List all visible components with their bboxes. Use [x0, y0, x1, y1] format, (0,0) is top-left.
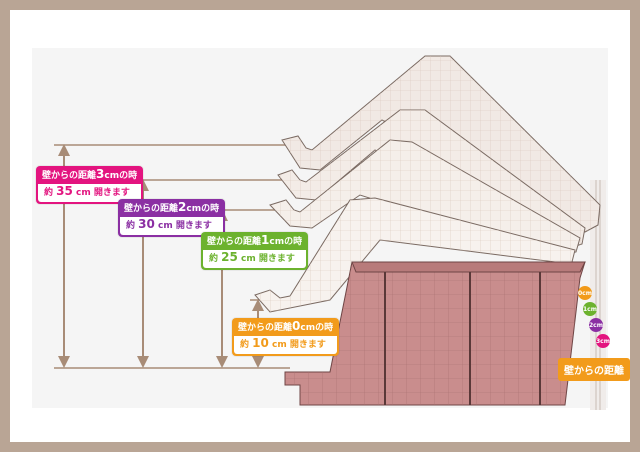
trash-bin — [284, 261, 586, 406]
label-3cm: 壁からの距離3cmの時 約 35 cm 開きます — [36, 166, 144, 204]
label-3cm-opening: 約 35 cm 開きます — [38, 184, 142, 202]
wall-marker-0cm: 0cm — [578, 286, 592, 300]
label-0cm-opening: 約 10 cm 開きます — [234, 336, 338, 354]
lid-1cm — [269, 139, 581, 256]
label-0cm: 壁からの距離0cmの時 約 10 cm 開きます — [232, 318, 340, 356]
wall-marker-2cm: 2cm — [589, 318, 603, 332]
label-2cm-opening: 約 30 cm 開きます — [120, 217, 224, 235]
label-1cm-opening: 約 25 cm 開きます — [203, 250, 307, 268]
wall-marker-1cm: 1cm — [583, 302, 597, 316]
label-1cm: 壁からの距離1cmの時 約 25 cm 開きます — [201, 232, 309, 270]
wall-marker-3cm: 3cm — [596, 334, 610, 348]
label-1cm-condition: 壁からの距離1cmの時 — [207, 233, 303, 247]
label-2cm-condition: 壁からの距離2cmの時 — [124, 200, 220, 214]
label-3cm-condition: 壁からの距離3cmの時 — [42, 167, 138, 181]
wall-distance-label: 壁からの距離 — [558, 358, 630, 381]
lid-0cm — [254, 197, 576, 313]
label-2cm: 壁からの距離2cmの時 約 30 cm 開きます — [118, 199, 226, 237]
label-0cm-condition: 壁からの距離0cmの時 — [238, 319, 334, 333]
